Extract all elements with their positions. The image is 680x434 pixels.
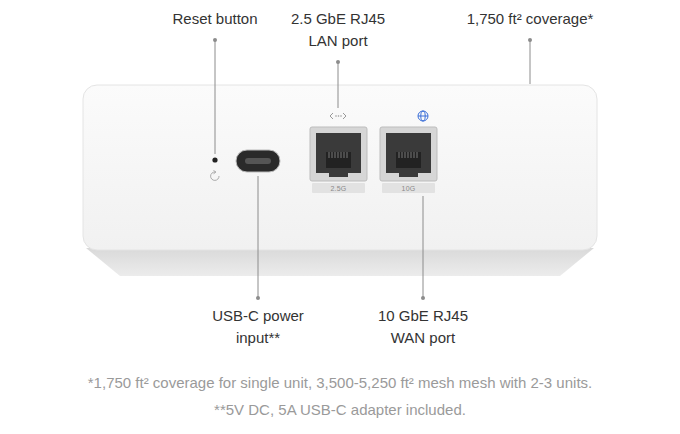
port-plate: 2.5G — [312, 184, 365, 193]
reset-hole — [212, 157, 217, 162]
device-body — [83, 85, 597, 250]
device-base — [86, 248, 594, 276]
callout-label: 1,750 ft² coverage* — [430, 8, 630, 30]
lan-icon — [330, 113, 346, 119]
lan-port — [310, 127, 367, 181]
wan-port — [380, 127, 437, 181]
leader-lines — [215, 40, 530, 298]
port-plate: 10G — [382, 184, 435, 193]
callout-label: USB-C power input** — [211, 305, 306, 349]
footnote: *1,750 ft² coverage for single unit, 3,5… — [88, 372, 592, 394]
callout-label: 2.5 GbE RJ45 LAN port — [281, 8, 396, 52]
usb-c-port — [236, 150, 280, 172]
callout-label: Reset button — [135, 8, 295, 30]
callout-label: 10 GbE RJ45 WAN port — [366, 305, 481, 349]
footnote: **5V DC, 5A USB-C adapter included. — [214, 399, 466, 421]
globe-icon — [418, 111, 428, 121]
